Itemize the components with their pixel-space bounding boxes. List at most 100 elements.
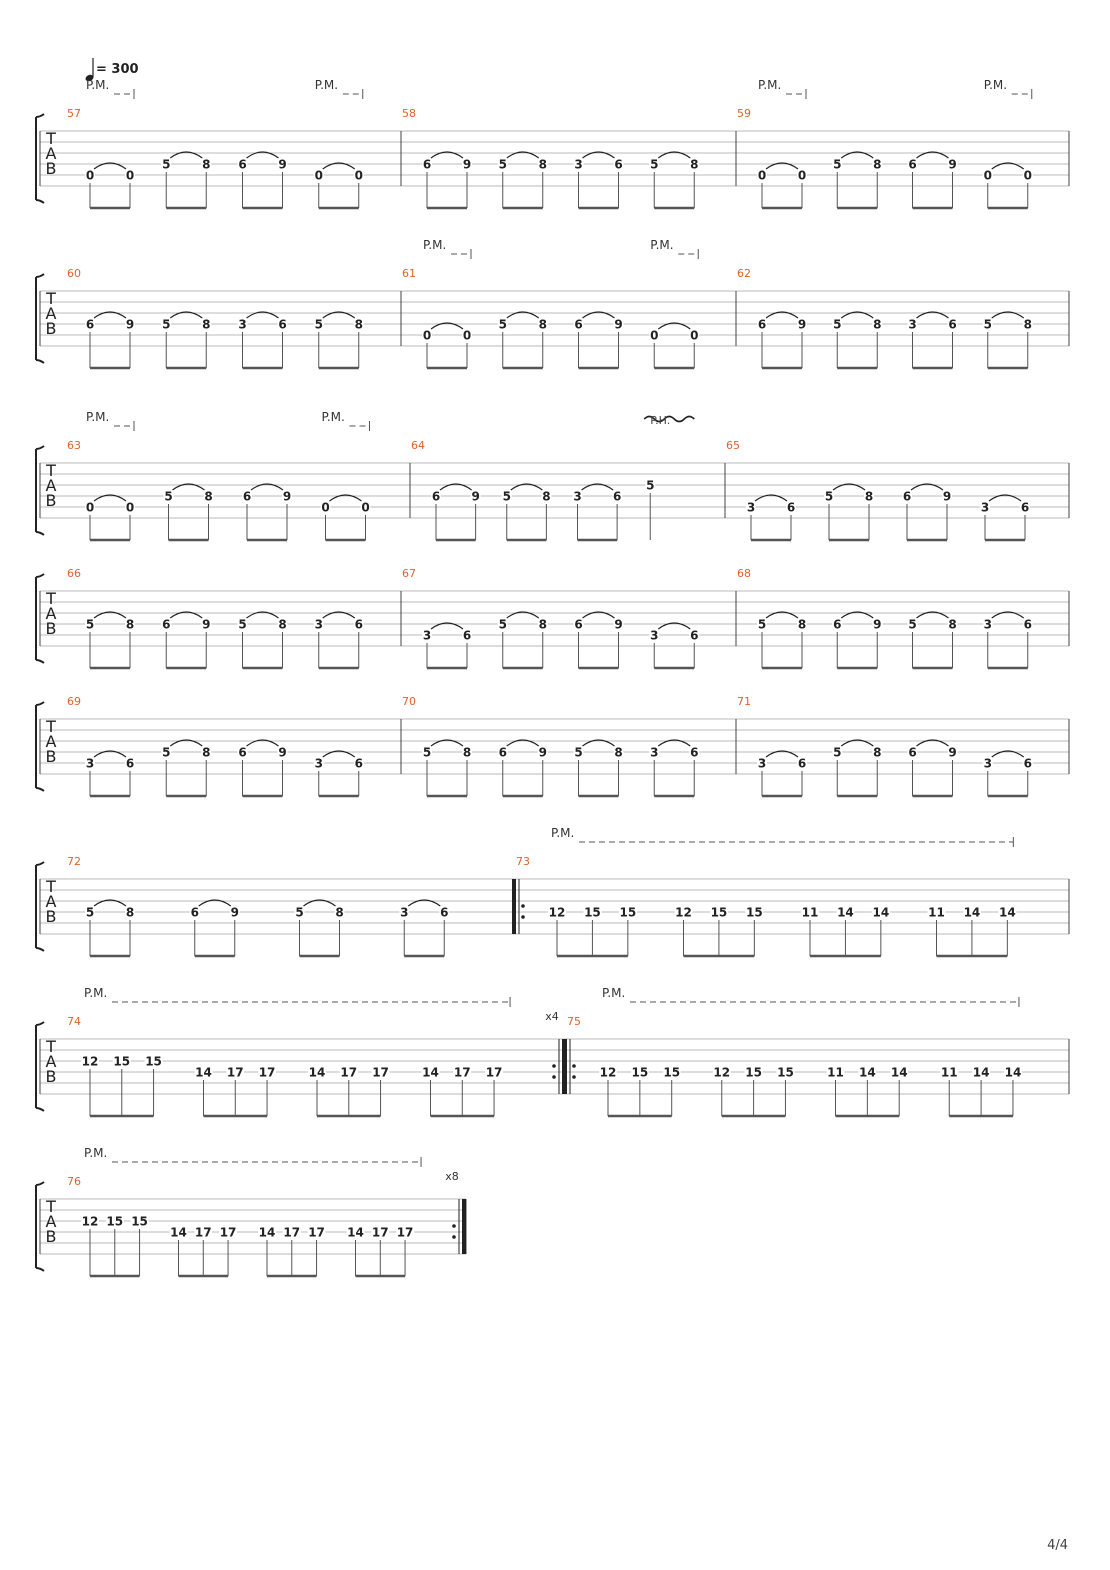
slur: [93, 750, 127, 758]
fret-number: 12: [549, 906, 566, 920]
fret-background: [85, 318, 95, 330]
slur: [582, 151, 615, 159]
fret-number: 5: [908, 618, 916, 632]
fret-background: [85, 618, 95, 630]
fret-number: 0: [690, 329, 698, 343]
fret-background: [439, 906, 450, 918]
fret-background: [709, 906, 728, 918]
repeat-dot: [552, 1064, 556, 1068]
fret-number: 0: [126, 501, 134, 515]
fret-number: 5: [499, 618, 507, 632]
fret-number: 5: [574, 746, 582, 760]
fret-background: [277, 318, 288, 330]
fret-background: [613, 618, 624, 630]
tab-clef-letter: T: [45, 877, 56, 896]
fret-number: 8: [204, 490, 212, 504]
fret-background: [237, 158, 248, 170]
slur: [93, 494, 127, 502]
fret-number: 6: [238, 746, 246, 760]
fret-number: 3: [238, 318, 246, 332]
fret-background: [422, 158, 432, 170]
repeat-count: x8: [445, 1170, 459, 1183]
slur: [765, 311, 799, 319]
fret-background: [907, 618, 918, 630]
slur: [840, 151, 874, 159]
fret-background: [125, 757, 135, 769]
slur: [93, 162, 127, 170]
fret-number: 8: [690, 158, 698, 172]
tab-clef-letter: A: [46, 144, 57, 163]
slur: [329, 494, 362, 502]
fret-number: 6: [1024, 757, 1032, 771]
fret-number: 3: [984, 618, 992, 632]
tab-clef-letter: B: [46, 619, 57, 638]
slur: [657, 151, 691, 159]
fret-background: [501, 490, 512, 502]
fret-number: 12: [82, 1215, 99, 1229]
fret-background: [1022, 618, 1033, 630]
fret-background: [353, 169, 364, 181]
fret-background: [421, 1066, 440, 1078]
repeat-dot: [552, 1075, 556, 1079]
measure-number: 59: [737, 107, 751, 120]
slur: [916, 151, 949, 159]
fret-number: 5: [315, 318, 323, 332]
fret-background: [537, 618, 548, 630]
tab-clef-letter: B: [46, 1227, 57, 1246]
fret-background: [573, 746, 584, 758]
fret-background: [797, 618, 807, 630]
fret-number: 0: [86, 169, 94, 183]
fret-number: 8: [202, 318, 210, 332]
slur: [765, 611, 799, 619]
fret-number: 6: [355, 618, 363, 632]
fret-background: [689, 158, 700, 170]
fret-number: 5: [833, 158, 841, 172]
tab-clef-letter: B: [46, 159, 57, 178]
fret-number: 6: [463, 629, 471, 643]
fret-number: 8: [126, 906, 134, 920]
pinch-harmonic-label: P.H.: [650, 414, 670, 427]
fret-background: [1022, 169, 1033, 181]
fret-number: 14: [422, 1066, 439, 1080]
measure-number: 70: [402, 695, 416, 708]
fret-number: 17: [220, 1226, 237, 1240]
slur: [916, 611, 949, 619]
tab-clef-letter: A: [46, 1212, 57, 1231]
fret-background: [541, 490, 552, 502]
pinch-harmonic-wave: [643, 415, 695, 423]
fret-number: 14: [891, 1066, 908, 1080]
fret-background: [824, 490, 834, 502]
fret-number: 12: [675, 906, 692, 920]
fret-background: [871, 906, 890, 918]
fret-number: 8: [335, 906, 343, 920]
fret-background: [462, 746, 472, 758]
fret-background: [1022, 318, 1033, 330]
slur: [322, 611, 356, 619]
repeat-start-thick: [512, 879, 516, 934]
fret-number: 17: [340, 1066, 357, 1080]
repeat-dot: [521, 904, 525, 908]
fret-background: [219, 1226, 238, 1238]
fret-number: 6: [191, 906, 199, 920]
fret-background: [497, 618, 508, 630]
fret-number: 3: [574, 158, 582, 172]
slur: [991, 162, 1025, 170]
slur: [407, 899, 441, 907]
fret-number: 8: [542, 490, 550, 504]
fret-background: [613, 746, 624, 758]
fret-background: [85, 757, 95, 769]
system-bracket: [35, 273, 45, 364]
fret-number: 5: [499, 158, 507, 172]
fret-number: 15: [113, 1055, 130, 1069]
tab-clef-letter: T: [45, 289, 56, 308]
fret-background: [902, 490, 912, 502]
slur: [506, 739, 540, 747]
repeat-dot: [521, 915, 525, 919]
fret-number: 3: [758, 757, 766, 771]
fret-background: [353, 618, 364, 630]
fret-background: [242, 490, 252, 502]
fret-number: 3: [981, 501, 989, 515]
fret-background: [786, 501, 796, 513]
fret-number: 14: [170, 1226, 187, 1240]
